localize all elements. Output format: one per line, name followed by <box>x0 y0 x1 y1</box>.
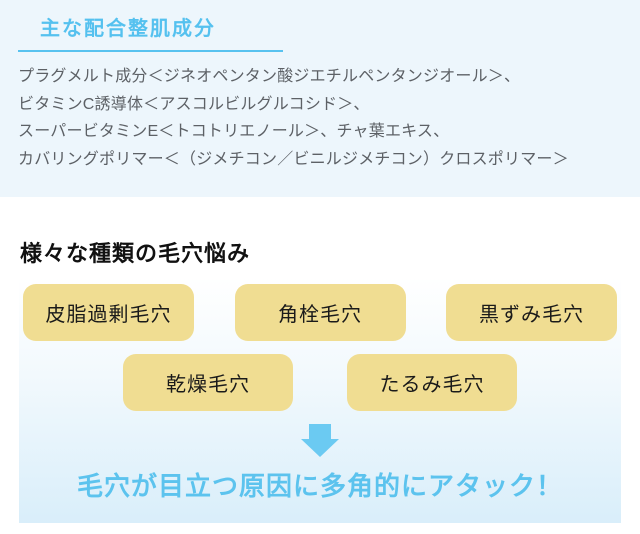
ingredients-heading-underline: 主な配合整肌成分 <box>18 16 283 52</box>
pore-pill-row-2: 乾燥毛穴 たるみ毛穴 <box>23 354 617 412</box>
down-arrow-head <box>301 439 339 458</box>
pore-pill-dryness: 乾燥毛穴 <box>123 354 293 412</box>
down-arrow-icon <box>23 424 617 458</box>
pore-pill-row-1: 皮脂過剰毛穴 角栓毛穴 黒ずみ毛穴 <box>23 284 617 342</box>
down-arrow-stem <box>309 424 331 440</box>
ingredients-line: カバリングポリマー＜（ジメチコン／ビニルジメチコン）クロスポリマー＞ <box>18 150 569 168</box>
pore-pill-plug: 角栓毛穴 <box>234 284 406 342</box>
pore-pill-darkening: 黒ずみ毛穴 <box>446 284 617 342</box>
pores-section-heading: 様々な種類の毛穴悩み <box>20 241 251 266</box>
ingredients-text: プラグメルト成分＜ジネオペンタン酸ジエチルペンタンジオール＞、 ビタミンC誘導体… <box>18 63 620 173</box>
pores-gradient-panel: 皮脂過剰毛穴 角栓毛穴 黒ずみ毛穴 乾燥毛穴 たるみ毛穴 毛穴が目立つ原因に多角… <box>19 277 621 524</box>
ingredients-line: プラグメルト成分＜ジネオペンタン酸ジエチルペンタンジオール＞、 <box>18 68 521 85</box>
pore-pill-sebum: 皮脂過剰毛穴 <box>23 284 194 342</box>
ingredients-heading: 主な配合整肌成分 <box>40 18 216 40</box>
ingredients-panel: 主な配合整肌成分 プラグメルト成分＜ジネオペンタン酸ジエチルペンタンジオール＞、… <box>0 0 640 197</box>
ingredients-line: ビタミンC誘導体＜アスコルビルグルコシド＞、 <box>18 95 370 113</box>
pore-pill-sagging: たるみ毛穴 <box>347 354 517 412</box>
ingredients-line: スーパービタミンE＜トコトリエノール＞、チャ葉エキス、 <box>18 123 450 140</box>
tagline: 毛穴が目立つ原因に多角的にアタック！ <box>76 471 563 502</box>
